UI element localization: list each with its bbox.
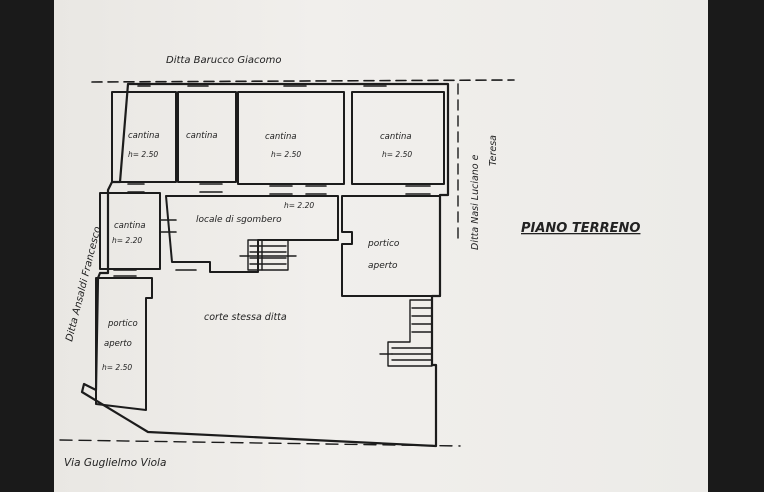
locale-height: h= 2.20 — [284, 201, 314, 210]
staircase-corte — [379, 299, 433, 367]
cantina-3-label: cantina — [265, 132, 297, 142]
cantina-4-height: h= 2.50 — [382, 150, 412, 159]
boundary-top — [91, 79, 515, 83]
cantina-1-label: cantina — [128, 131, 160, 141]
staircase-locale — [239, 239, 297, 271]
neighbour-bottom: Via Guglielmo Viola — [64, 457, 166, 469]
neighbour-right-line1: Ditta Nasi Luciano e — [470, 154, 481, 250]
cantina-5-height: h= 2.20 — [112, 236, 142, 245]
cantina-5-label: cantina — [114, 221, 146, 231]
locale-outline — [165, 195, 339, 273]
portico-left-line1: portico — [107, 319, 138, 329]
portico-right-line1: portico — [367, 239, 400, 249]
locale-label: locale di sgombero — [196, 215, 282, 225]
cantina-2-label: cantina — [186, 131, 218, 141]
neighbour-top: Ditta Barucco Giacomo — [166, 55, 282, 66]
cantina-3-height: h= 2.50 — [271, 150, 301, 159]
cantina-1-height: h= 2.50 — [128, 150, 158, 159]
cantina-4-outline — [351, 91, 445, 185]
cantina-4-label: cantina — [380, 132, 412, 142]
neighbour-right-line2: Teresa — [488, 135, 499, 166]
cantina-5-outline — [99, 192, 161, 270]
plan-title: PIANO TERRENO — [521, 221, 640, 236]
portico-right-line2: aperto — [368, 261, 398, 271]
portico-right-outline — [341, 195, 441, 297]
portico-left-outline — [95, 277, 153, 411]
corte-label: corte stessa ditta — [204, 312, 287, 323]
portico-left-height: h= 2.50 — [102, 363, 132, 372]
portico-left-line2: aperto — [104, 339, 132, 349]
door-marks — [113, 85, 431, 277]
